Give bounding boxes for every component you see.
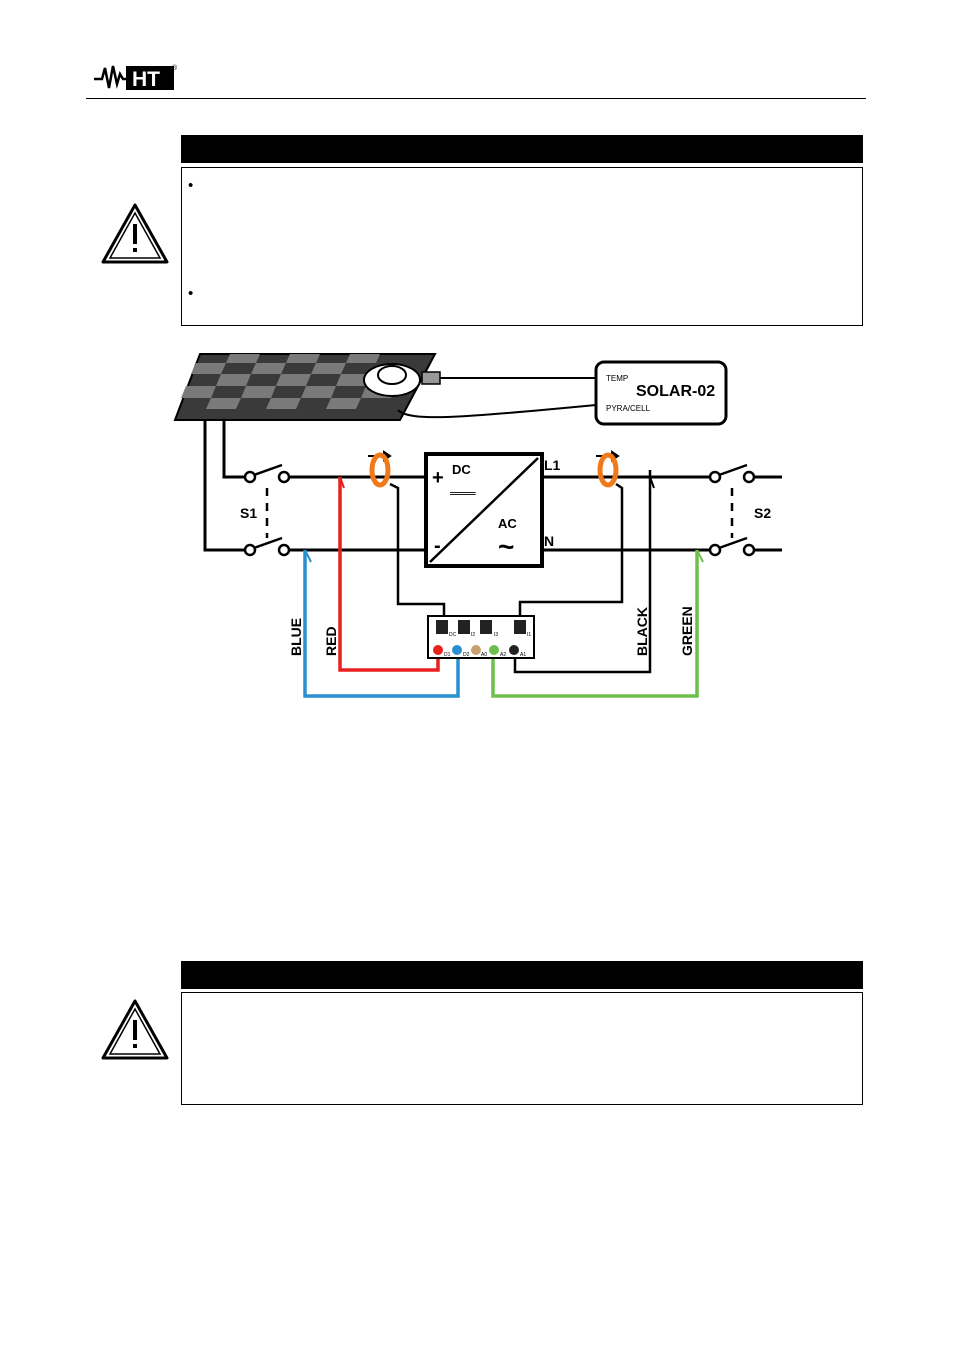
- brand-text: HT: [132, 68, 160, 91]
- ac-label: AC: [498, 516, 517, 531]
- green-wire: [491, 550, 699, 698]
- blue-wire-label: BLUE: [288, 618, 304, 656]
- red-wire: [338, 477, 440, 672]
- wiring-diagram: TEMP SOLAR-02 PYRA/CELL S1 S2 + DC ═══: [173, 353, 782, 698]
- terminal-label-a2: A2: [500, 652, 506, 658]
- dc-symbol: ═══: [449, 486, 476, 500]
- line-l1-label: L1: [544, 457, 561, 473]
- pyranometer-probe: [363, 363, 441, 397]
- terminal-label-i1: I1: [527, 632, 531, 638]
- warning-icon: [101, 203, 169, 264]
- switch-s1-label: S1: [240, 505, 257, 521]
- terminal-label-dc: DC: [449, 632, 457, 638]
- terminal-label-i3: I3: [494, 632, 498, 638]
- terminal-label-i2: I2: [471, 632, 475, 638]
- switch-s1: [243, 463, 291, 557]
- registered-mark: ®: [172, 64, 178, 72]
- red-wire-label: RED: [323, 626, 339, 656]
- terminal-label-d2: D2: [463, 652, 470, 658]
- pyra-port-label: PYRA/CELL: [606, 404, 651, 413]
- waveform-icon: [94, 65, 126, 89]
- ac-current-clamp: [597, 452, 619, 488]
- bullet-marker: •: [188, 285, 194, 302]
- temp-port-label: TEMP: [606, 374, 628, 383]
- terminal-label-a0: A0: [481, 652, 487, 658]
- ht-logo: HT ®: [92, 64, 178, 91]
- inverter-box: + DC ═══ AC ~ -: [424, 452, 544, 568]
- solar-02-unit: TEMP SOLAR-02 PYRA/CELL: [594, 360, 728, 426]
- blue-wire: [303, 550, 460, 698]
- dc-label: DC: [452, 462, 471, 477]
- warning-icon: [101, 999, 169, 1060]
- header-rule: [86, 98, 866, 99]
- warning-box: • •: [181, 167, 863, 326]
- input-terminal-block: DC I2 I3 I1 D1 D2 A0 A2 A1: [427, 615, 535, 659]
- ac-symbol: ~: [498, 531, 514, 562]
- switch-s2: [708, 463, 756, 557]
- line-n-label: N: [544, 533, 554, 549]
- warning-title-bar: [181, 135, 863, 163]
- dc-current-clamp: [369, 452, 391, 488]
- device-title: SOLAR-02: [636, 383, 715, 400]
- black-wire-label: BLACK: [634, 607, 650, 656]
- warning-title-bar: [181, 961, 863, 989]
- dc-minus-symbol: -: [434, 535, 441, 557]
- terminal-label-a1: A1: [520, 652, 526, 658]
- warning-box: [181, 992, 863, 1105]
- green-wire-label: GREEN: [679, 606, 695, 656]
- dc-plus-symbol: +: [432, 467, 444, 489]
- switch-s2-label: S2: [754, 505, 771, 521]
- terminal-label-d1: D1: [444, 652, 451, 658]
- bullet-marker: •: [188, 177, 194, 194]
